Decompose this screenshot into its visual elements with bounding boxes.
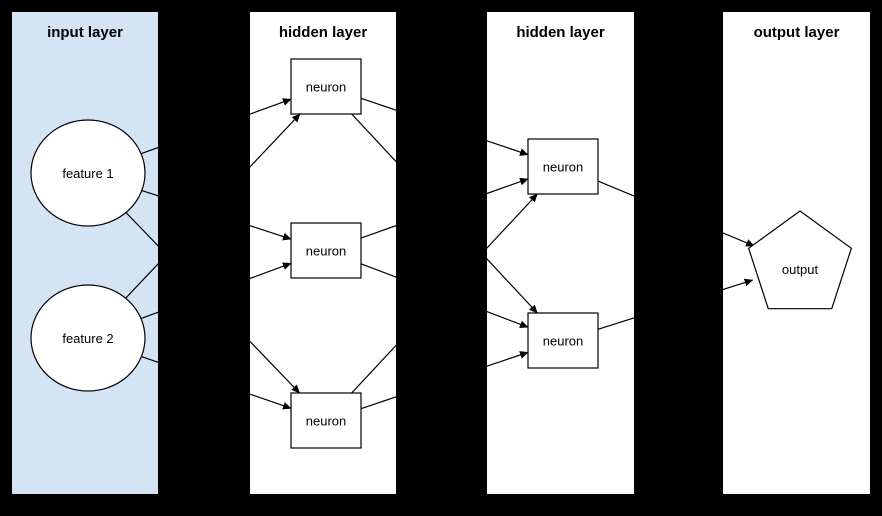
edge-h2a-to-out <box>597 180 634 197</box>
layer-title-hidden1: hidden layer <box>279 24 368 41</box>
edge-segment-source <box>360 225 396 239</box>
node-h2a[interactable]: neuron <box>527 138 599 195</box>
edge-segment-target <box>250 113 301 168</box>
edge-segment-target <box>487 310 529 329</box>
node-label-h1a: neuron <box>306 80 346 95</box>
edge-arrow-h1c-to-h2b <box>487 351 529 367</box>
edge-arrow-f2-to-h1b <box>250 262 292 280</box>
node-label-h2b: neuron <box>543 334 583 349</box>
edge-arrow-f1-to-h1a <box>250 98 292 115</box>
feature-circle[interactable] <box>30 119 146 227</box>
feature-circle[interactable] <box>30 284 146 392</box>
edge-f1-to-h1c <box>125 212 158 247</box>
edge-arrow-f2-to-h1c <box>250 393 292 410</box>
edge-arrow-h1c-to-h2a <box>487 193 538 249</box>
neuron-box[interactable] <box>527 138 599 195</box>
edge-arrow-f2-to-h1a <box>250 113 301 168</box>
edge-arrow-h1b-to-h2a <box>487 177 529 195</box>
edge-segment-target <box>723 278 754 291</box>
nodes-layer: feature 1 feature 2 neuron neuron neuron neur… <box>30 58 853 449</box>
node-label-h1c: neuron <box>306 414 346 429</box>
neuron-box[interactable] <box>290 222 362 279</box>
node-h1c[interactable]: neuron <box>290 392 362 449</box>
edge-h1a-to-h2b <box>351 113 396 163</box>
edge-segment-target <box>487 258 538 314</box>
layer-column-hidden2: hidden layer <box>487 12 634 494</box>
edge-h1a-to-h2a <box>360 97 396 111</box>
layer-column-input: input layer <box>12 12 158 494</box>
node-label-f2: feature 2 <box>62 331 113 346</box>
neuron-box[interactable] <box>290 392 362 449</box>
edge-segment-target <box>250 262 292 280</box>
edge-h1b-to-h2a <box>360 225 396 239</box>
edge-segment-target <box>487 177 529 195</box>
edge-h1c-to-h2b <box>360 396 396 410</box>
node-out[interactable]: output <box>747 210 853 310</box>
edge-segment-target <box>487 351 529 367</box>
columns-layer: input layer hidden layer hidden layer outpu… <box>12 12 870 494</box>
node-h2b[interactable]: neuron <box>527 312 599 369</box>
edge-arrow-f1-to-h1c <box>250 340 300 394</box>
edge-segment-source <box>360 263 396 278</box>
neuron-box[interactable] <box>290 58 362 115</box>
edge-arrow-f1-to-h1b <box>250 225 292 241</box>
edge-arrow-h1b-to-h2b <box>487 310 529 329</box>
neuron-box[interactable] <box>527 312 599 369</box>
edge-segment-source <box>360 396 396 410</box>
edge-segment-target <box>723 232 755 247</box>
node-label-h2a: neuron <box>543 160 583 175</box>
node-label-f1: feature 1 <box>62 166 113 181</box>
edge-segment-source <box>360 97 396 111</box>
layer-title-output: output layer <box>754 24 840 41</box>
edge-segment-target <box>487 193 538 249</box>
edge-h1c-to-h2a <box>351 344 396 394</box>
edge-segment-source <box>351 113 396 163</box>
node-h1a[interactable]: neuron <box>290 58 362 115</box>
layer-panel-hidden2 <box>487 12 634 494</box>
node-label-h1b: neuron <box>306 244 346 259</box>
edge-segment-target <box>250 225 292 241</box>
edge-arrow-h1a-to-h2b <box>487 258 538 314</box>
edge-arrow-h2a-to-out <box>723 232 755 247</box>
edge-f2-to-h1a <box>125 263 158 299</box>
edge-arrow-h1a-to-h2a <box>487 140 529 156</box>
node-label-out: output <box>782 262 819 277</box>
edge-h1b-to-h2b <box>360 263 396 278</box>
edge-segment-target <box>250 393 292 410</box>
layer-title-hidden2: hidden layer <box>516 24 605 41</box>
edge-segment-target <box>250 340 300 394</box>
edge-segment-source <box>597 317 634 330</box>
edge-segment-source <box>125 263 158 299</box>
node-f2[interactable]: feature 2 <box>30 284 146 392</box>
edge-segment-target <box>250 98 292 115</box>
node-h1b[interactable]: neuron <box>290 222 362 279</box>
output-pentagon[interactable] <box>747 210 853 310</box>
edge-arrow-h2b-to-out <box>723 278 754 291</box>
layer-title-input: input layer <box>47 24 123 41</box>
node-f1[interactable]: feature 1 <box>30 119 146 227</box>
edge-segment-source <box>125 212 158 247</box>
edge-segment-source <box>597 180 634 197</box>
edge-segment-source <box>351 344 396 394</box>
edges-layer <box>125 97 755 410</box>
edge-segment-target <box>487 140 529 156</box>
layer-panel-input <box>12 12 158 494</box>
edge-h2b-to-out <box>597 317 634 330</box>
